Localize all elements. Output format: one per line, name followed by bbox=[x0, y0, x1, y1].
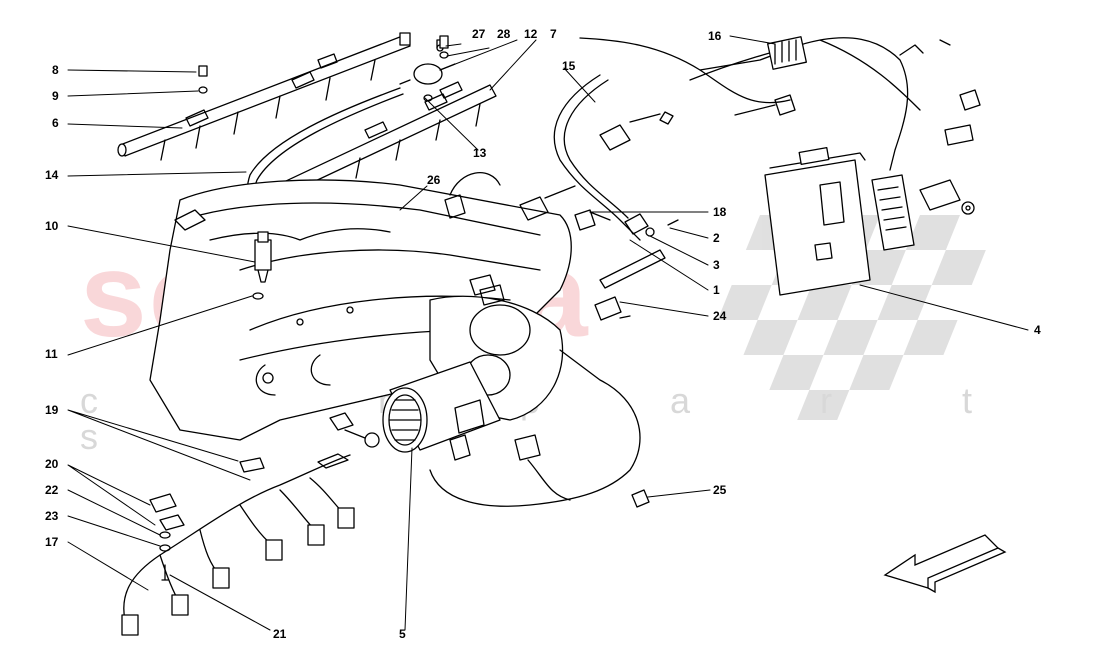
harness-connector bbox=[767, 36, 807, 70]
fuel-injector bbox=[254, 231, 272, 283]
callout-10: 10 bbox=[45, 219, 59, 233]
callout-6: 6 bbox=[52, 116, 59, 130]
arrow-icon bbox=[883, 534, 1007, 594]
callout-18: 18 bbox=[713, 205, 727, 219]
callout-28: 28 bbox=[497, 27, 511, 41]
callout-26: 26 bbox=[427, 173, 441, 187]
callout-27: 27 bbox=[472, 27, 486, 41]
callout-1: 1 bbox=[713, 283, 720, 297]
callout-17: 17 bbox=[45, 535, 59, 549]
callout-21: 21 bbox=[273, 627, 287, 641]
callout-13: 13 bbox=[473, 146, 487, 160]
callout-3: 3 bbox=[713, 258, 720, 272]
callout-22: 22 bbox=[45, 483, 59, 497]
callout-9: 9 bbox=[52, 89, 59, 103]
callout-7: 7 bbox=[550, 27, 557, 41]
callout-4: 4 bbox=[1034, 323, 1041, 337]
callout-19: 19 bbox=[45, 403, 59, 417]
callout-25: 25 bbox=[713, 483, 727, 497]
callout-12: 12 bbox=[524, 27, 538, 41]
injector-harness bbox=[121, 412, 380, 636]
callout-16: 16 bbox=[708, 29, 722, 43]
callout-20: 20 bbox=[45, 457, 59, 471]
callout-8: 8 bbox=[52, 63, 59, 77]
air-flow-meter bbox=[382, 361, 501, 453]
callout-11: 11 bbox=[45, 347, 58, 361]
main-harness bbox=[553, 37, 921, 241]
callout-24: 24 bbox=[713, 309, 727, 323]
callout-2: 2 bbox=[713, 231, 720, 245]
callout-15: 15 bbox=[562, 59, 576, 73]
fuel-rail-left bbox=[117, 32, 411, 161]
callout-23: 23 bbox=[45, 509, 59, 523]
o-ring bbox=[252, 292, 264, 300]
callout-5: 5 bbox=[399, 627, 406, 641]
callout-14: 14 bbox=[45, 168, 59, 182]
ecu bbox=[764, 147, 915, 296]
